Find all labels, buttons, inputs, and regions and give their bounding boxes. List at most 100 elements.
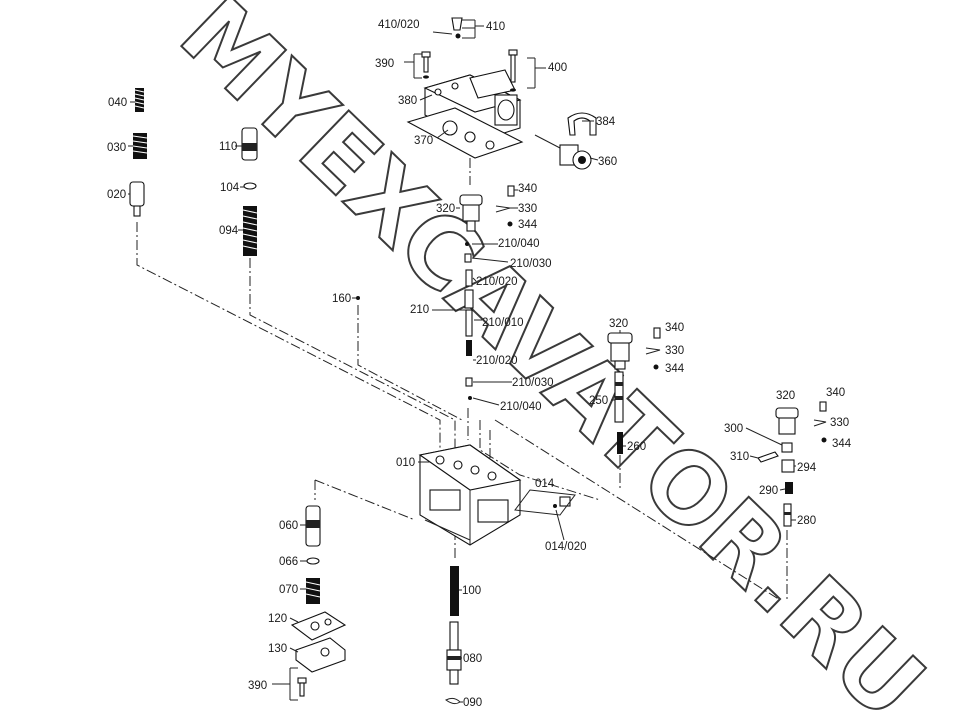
spring-100 [450, 566, 459, 616]
label-340-a: 340 [518, 183, 537, 195]
screw-340-b [653, 327, 661, 339]
solenoid-320-a [459, 194, 483, 232]
label-370: 370 [414, 135, 433, 147]
label-300: 300 [724, 423, 743, 435]
label-210-020-b: 210/020 [476, 355, 518, 367]
spring-070 [305, 578, 321, 604]
washer-344-b [653, 364, 659, 370]
screw-400 [508, 49, 518, 92]
label-400: 400 [548, 62, 567, 74]
cover-130 [295, 637, 346, 673]
valve-060 [305, 505, 321, 547]
label-344-a: 344 [518, 219, 538, 231]
watermark-text: MYEXCAVATOR.RU [159, 0, 946, 720]
label-060: 060 [279, 520, 298, 532]
label-094: 094 [219, 225, 239, 237]
label-100: 100 [462, 585, 481, 597]
valve-080 [446, 621, 462, 685]
ring-300 [781, 442, 793, 453]
spring-094 [242, 206, 258, 256]
label-310: 310 [730, 451, 749, 463]
label-320-b: 320 [609, 318, 628, 330]
label-120: 120 [268, 613, 287, 625]
label-160: 160 [332, 293, 351, 305]
label-210-010: 210/010 [482, 317, 524, 329]
valve-stack-210 [464, 242, 474, 400]
label-344-b: 344 [665, 363, 685, 375]
label-090: 090 [463, 697, 482, 709]
label-340-b: 340 [665, 322, 684, 334]
solenoid-320-b [607, 332, 633, 370]
valve-110 [241, 127, 258, 161]
screw-410 [451, 17, 463, 39]
label-130: 130 [268, 643, 287, 655]
label-014-020: 014/020 [545, 541, 587, 553]
screw-340-a [507, 185, 515, 197]
label-380: 380 [398, 95, 417, 107]
leader-lines [128, 19, 796, 703]
label-014: 014 [535, 478, 555, 490]
label-210-030-a: 210/030 [510, 258, 552, 270]
clip-330-b [645, 347, 661, 355]
assembly-lines [136, 140, 788, 601]
label-384: 384 [596, 116, 616, 128]
spring-260 [617, 432, 623, 454]
label-320-c: 320 [776, 390, 795, 402]
label-110: 110 [219, 141, 237, 153]
screw-340-c [819, 401, 827, 412]
clip-330-a [495, 205, 511, 213]
label-030: 030 [107, 142, 126, 154]
ring-066 [306, 557, 320, 565]
label-294: 294 [797, 462, 817, 474]
label-210-030-b: 210/030 [512, 377, 554, 389]
clip-330-c [813, 419, 827, 427]
label-280: 280 [797, 515, 816, 527]
solenoid-320-c [775, 407, 799, 435]
label-010: 010 [396, 457, 415, 469]
gasket-370 [406, 107, 524, 159]
label-070: 070 [279, 584, 298, 596]
spring-290 [785, 482, 793, 494]
label-104: 104 [220, 182, 240, 194]
label-390-top: 390 [375, 58, 394, 70]
clip-090 [445, 697, 461, 705]
label-020: 020 [107, 189, 126, 201]
label-210: 210 [410, 304, 429, 316]
spring-040 [134, 88, 145, 112]
label-410-020: 410/020 [378, 19, 420, 31]
valve-250 [614, 371, 624, 423]
valve-housing-010 [418, 444, 522, 546]
plug-014 [514, 489, 576, 516]
gasket-120 [290, 611, 347, 641]
washer-344-a [507, 221, 513, 227]
label-344-c: 344 [832, 438, 852, 450]
plate-310 [757, 451, 779, 463]
label-210-040-b: 210/040 [500, 401, 542, 413]
label-360: 360 [598, 156, 617, 168]
label-340-c: 340 [826, 387, 845, 399]
label-040: 040 [108, 97, 127, 109]
label-390-bottom: 390 [248, 680, 267, 692]
screw-390-bottom [297, 677, 307, 697]
label-250: 250 [589, 395, 608, 407]
ball-160 [356, 296, 360, 300]
label-330-c: 330 [830, 417, 849, 429]
sleeve-294 [781, 459, 795, 473]
label-330-a: 330 [518, 203, 537, 215]
ring-104 [243, 182, 257, 190]
watermark: MYEXCAVATOR.RU [158, 0, 947, 720]
label-260: 260 [627, 441, 646, 453]
spring-030 [132, 133, 148, 159]
label-210-020-a: 210/020 [476, 276, 518, 288]
label-290: 290 [759, 485, 778, 497]
valve-280 [783, 503, 792, 527]
label-320-a: 320 [436, 203, 455, 215]
label-066: 066 [279, 556, 298, 568]
label-080: 080 [463, 653, 482, 665]
label-410: 410 [486, 21, 505, 33]
washer-344-c [821, 437, 827, 443]
label-330-b: 330 [665, 345, 684, 357]
callout-labels: 410/020 410 390 400 380 370 384 360 040 … [107, 19, 852, 709]
piston-020 [129, 181, 145, 217]
